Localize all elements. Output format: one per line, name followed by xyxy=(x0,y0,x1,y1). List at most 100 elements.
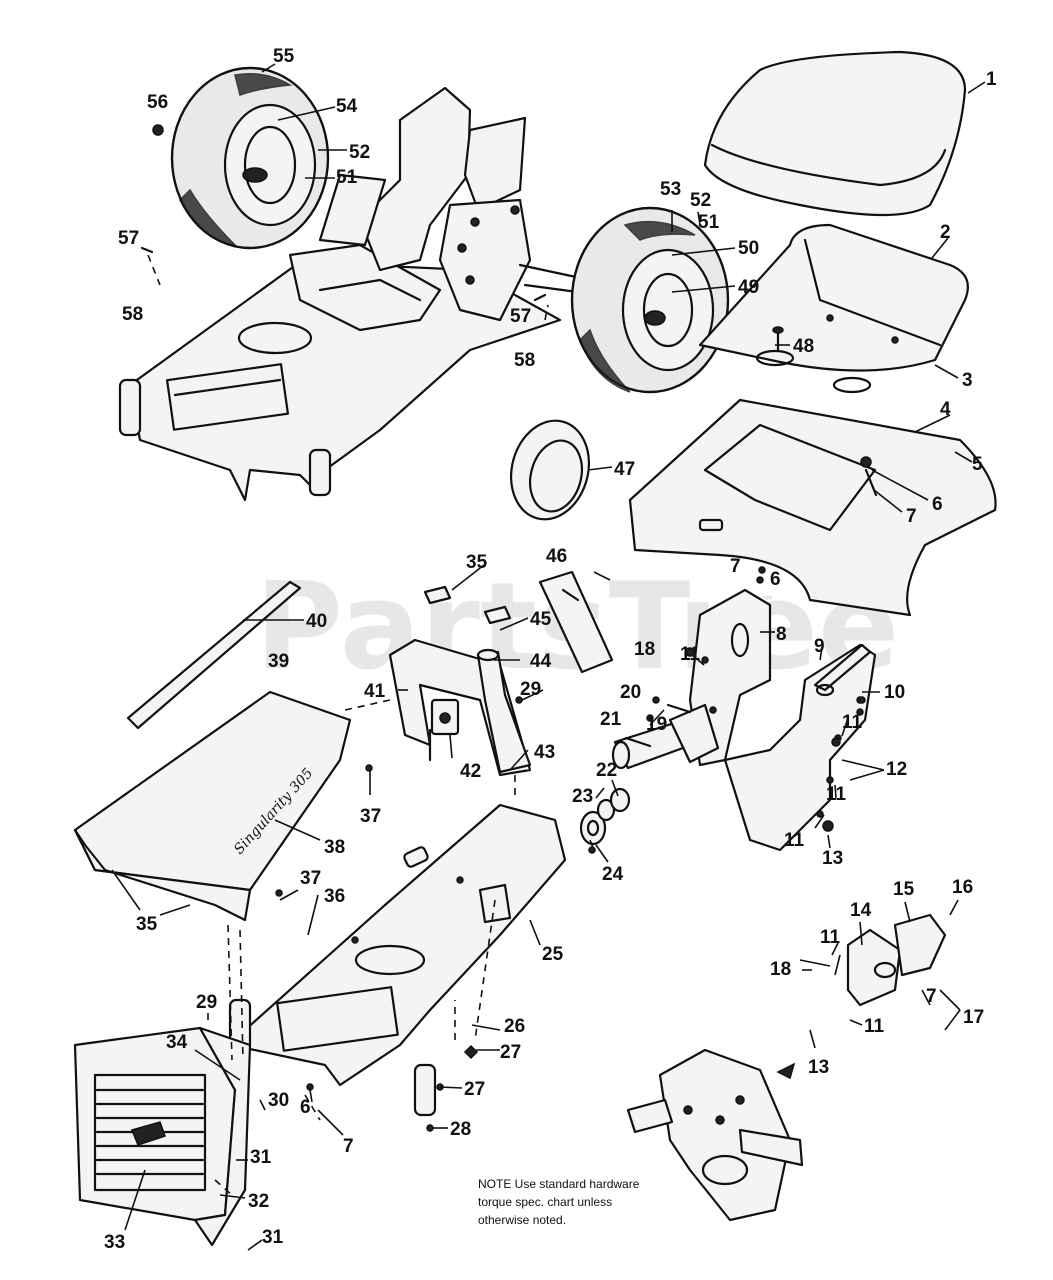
decal-pads[interactable] xyxy=(423,585,512,625)
callout-label[interactable]: 18 xyxy=(634,639,655,660)
callout-label[interactable]: 11 xyxy=(820,927,841,948)
callout-label[interactable]: 9 xyxy=(814,636,825,657)
callout-label[interactable]: 28 xyxy=(450,1119,471,1140)
callout-label[interactable]: 10 xyxy=(884,682,905,703)
callout-label[interactable]: 38 xyxy=(324,837,345,858)
callout-label[interactable]: 30 xyxy=(268,1090,289,1111)
callout-label[interactable]: 47 xyxy=(614,459,635,480)
callout-label[interactable]: 31 xyxy=(262,1227,284,1248)
callout-label[interactable]: 51 xyxy=(698,212,720,233)
callout-label[interactable]: 36 xyxy=(324,886,345,907)
callout-label[interactable]: 39 xyxy=(268,651,289,672)
front-frame[interactable] xyxy=(228,803,567,1117)
alignment-lines xyxy=(147,254,595,1196)
callout-label[interactable]: 11 xyxy=(864,1016,885,1037)
callout-label[interactable]: 18 xyxy=(770,959,791,980)
left-rear-tire[interactable] xyxy=(170,66,330,250)
transaxle-bracket[interactable] xyxy=(846,913,947,1007)
callout-label[interactable]: 31 xyxy=(250,1147,272,1168)
callout-label[interactable]: 6 xyxy=(300,1097,311,1118)
callout-label[interactable]: 51 xyxy=(336,167,358,188)
callout-label[interactable]: 11 xyxy=(680,644,701,665)
callout-label[interactable]: 41 xyxy=(364,681,386,702)
callout-label[interactable]: 45 xyxy=(530,609,552,630)
transaxle[interactable] xyxy=(626,1048,804,1222)
callout-label[interactable]: 2 xyxy=(940,222,951,243)
callout-label[interactable]: 7 xyxy=(906,506,917,527)
rear-frame[interactable] xyxy=(118,86,602,502)
callout-label[interactable]: 6 xyxy=(770,569,781,590)
seat-cushion[interactable] xyxy=(703,50,967,217)
callout-label[interactable]: 37 xyxy=(360,806,381,827)
arrow-icon xyxy=(776,1062,796,1080)
seat-bolt[interactable] xyxy=(772,326,784,352)
callout-label[interactable]: 24 xyxy=(602,864,624,885)
callout-label[interactable]: 23 xyxy=(572,786,593,807)
callout-label[interactable]: 42 xyxy=(460,761,481,782)
callout-label[interactable]: 7 xyxy=(926,986,937,1007)
callout-label[interactable]: 6 xyxy=(932,494,943,515)
callout-label[interactable]: 58 xyxy=(122,304,143,325)
hood-strip[interactable] xyxy=(126,580,302,730)
callout-label[interactable]: 56 xyxy=(147,92,168,113)
callout-label[interactable]: 33 xyxy=(104,1232,125,1253)
callout-label[interactable]: 13 xyxy=(808,1057,829,1078)
callout-label[interactable]: 35 xyxy=(466,552,488,573)
callout-label[interactable]: 58 xyxy=(514,350,535,371)
callout-label[interactable]: 29 xyxy=(196,992,217,1013)
callout-label[interactable]: 26 xyxy=(504,1016,525,1037)
callout-label[interactable]: 7 xyxy=(343,1136,354,1157)
right-rear-tire[interactable] xyxy=(570,206,730,394)
callout-label[interactable]: 32 xyxy=(248,1191,269,1212)
seat-pan[interactable] xyxy=(698,223,969,394)
callout-label[interactable]: 53 xyxy=(660,179,681,200)
callout-label[interactable]: 1 xyxy=(986,69,997,90)
callout-label[interactable]: 50 xyxy=(738,238,759,259)
callout-label[interactable]: 22 xyxy=(596,760,617,781)
spindle-washers[interactable] xyxy=(579,787,631,846)
callout-label[interactable]: 43 xyxy=(534,742,555,763)
grille[interactable] xyxy=(73,1026,252,1247)
callout-label[interactable]: 11 xyxy=(826,784,847,805)
callout-label[interactable]: 13 xyxy=(822,848,843,869)
callout-label[interactable]: 25 xyxy=(542,944,564,965)
callout-label[interactable]: 8 xyxy=(776,624,787,645)
callout-label[interactable]: 27 xyxy=(464,1079,485,1100)
callout-label[interactable]: 44 xyxy=(530,651,552,672)
callout-label[interactable]: 55 xyxy=(273,46,295,67)
callout-label[interactable]: 57 xyxy=(510,306,531,327)
axle-tube[interactable] xyxy=(611,703,720,770)
callout-label[interactable]: 52 xyxy=(690,190,711,211)
callout-label[interactable]: 52 xyxy=(349,142,370,163)
callout-label[interactable]: 5 xyxy=(972,454,983,475)
callout-label[interactable]: 11 xyxy=(842,712,863,733)
callout-label[interactable]: 11 xyxy=(784,830,805,851)
dash-panel[interactable] xyxy=(388,638,532,777)
callout-label[interactable]: 49 xyxy=(738,277,759,298)
callout-label[interactable]: 4 xyxy=(940,399,951,420)
callout-label[interactable]: 57 xyxy=(118,228,139,249)
callout-label[interactable]: 34 xyxy=(166,1032,188,1053)
torque-note: NOTE Use standard hardware torque spec. … xyxy=(478,1177,640,1227)
callout-label[interactable]: 29 xyxy=(520,679,541,700)
callout-label[interactable]: 17 xyxy=(963,1007,984,1028)
callout-label[interactable]: 46 xyxy=(546,546,567,567)
callout-label[interactable]: 48 xyxy=(793,336,814,357)
callout-label[interactable]: 54 xyxy=(336,96,358,117)
callout-label[interactable]: 15 xyxy=(893,879,915,900)
callout-label[interactable]: 20 xyxy=(620,682,641,703)
callout-label[interactable]: 27 xyxy=(500,1042,521,1063)
callout-label[interactable]: 21 xyxy=(600,709,622,730)
instruction-decal[interactable] xyxy=(538,570,614,674)
callout-label[interactable]: 19 xyxy=(646,714,667,735)
callout-label[interactable]: 14 xyxy=(850,900,872,921)
callout-label[interactable]: 37 xyxy=(300,868,321,889)
callout-label[interactable]: 16 xyxy=(952,877,973,898)
callout-label[interactable]: 35 xyxy=(136,914,158,935)
callout-label[interactable]: 3 xyxy=(962,370,973,391)
callout-label[interactable]: 12 xyxy=(886,759,907,780)
callout-label[interactable]: 40 xyxy=(306,611,327,632)
callout-label[interactable]: 7 xyxy=(730,556,741,577)
wheel-cover[interactable] xyxy=(500,412,599,528)
